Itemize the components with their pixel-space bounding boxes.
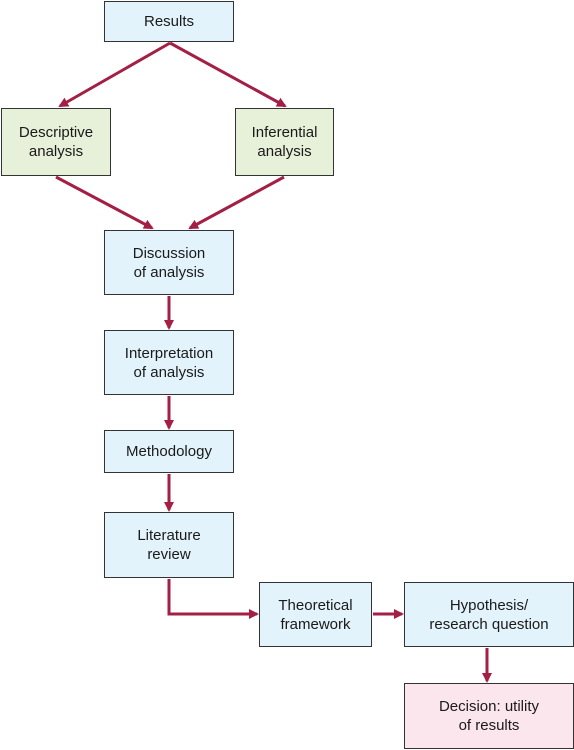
- node-discussion-of-analysis-label: Discussion of analysis: [132, 244, 206, 281]
- node-literature-review-label: Literature review: [137, 527, 201, 563]
- node-hypothesis-research-question: Hypothesis/ research question: [404, 582, 574, 647]
- arrow-literature-to-theoretical: [167, 579, 259, 619]
- node-interpretation-of-analysis-label: Interpretation of analysis: [124, 344, 214, 381]
- node-descriptive-analysis-label: Descriptive analysis: [18, 124, 94, 160]
- node-results-label: Results: [143, 13, 195, 30]
- node-decision-utility-of-results: Decision: utility of results: [404, 683, 574, 749]
- node-theoretical-framework-label: Theoretical framework: [278, 596, 353, 633]
- arrow-inferential-to-discussion: [188, 175, 285, 230]
- node-descriptive-analysis: Descriptive analysis: [1, 108, 111, 176]
- node-interpretation-of-analysis: Interpretation of analysis: [104, 330, 234, 395]
- node-inferential-analysis: Inferential analysis: [235, 108, 334, 176]
- node-inferential-analysis-label: Inferential analysis: [251, 124, 318, 160]
- node-results: Results: [104, 1, 234, 42]
- arrow-descriptive-to-discussion: [55, 175, 154, 230]
- node-hypothesis-research-question-label: Hypothesis/ research question: [429, 596, 549, 633]
- arrow-results-to-inferential: [169, 41, 287, 108]
- node-methodology: Methodology: [104, 430, 234, 473]
- node-theoretical-framework: Theoretical framework: [259, 582, 372, 647]
- node-discussion-of-analysis: Discussion of analysis: [104, 230, 234, 295]
- node-methodology-label: Methodology: [126, 443, 212, 460]
- node-decision-utility-of-results-label: Decision: utility of results: [438, 698, 540, 734]
- node-literature-review: Literature review: [104, 512, 234, 578]
- arrow-results-to-descriptive: [58, 41, 171, 108]
